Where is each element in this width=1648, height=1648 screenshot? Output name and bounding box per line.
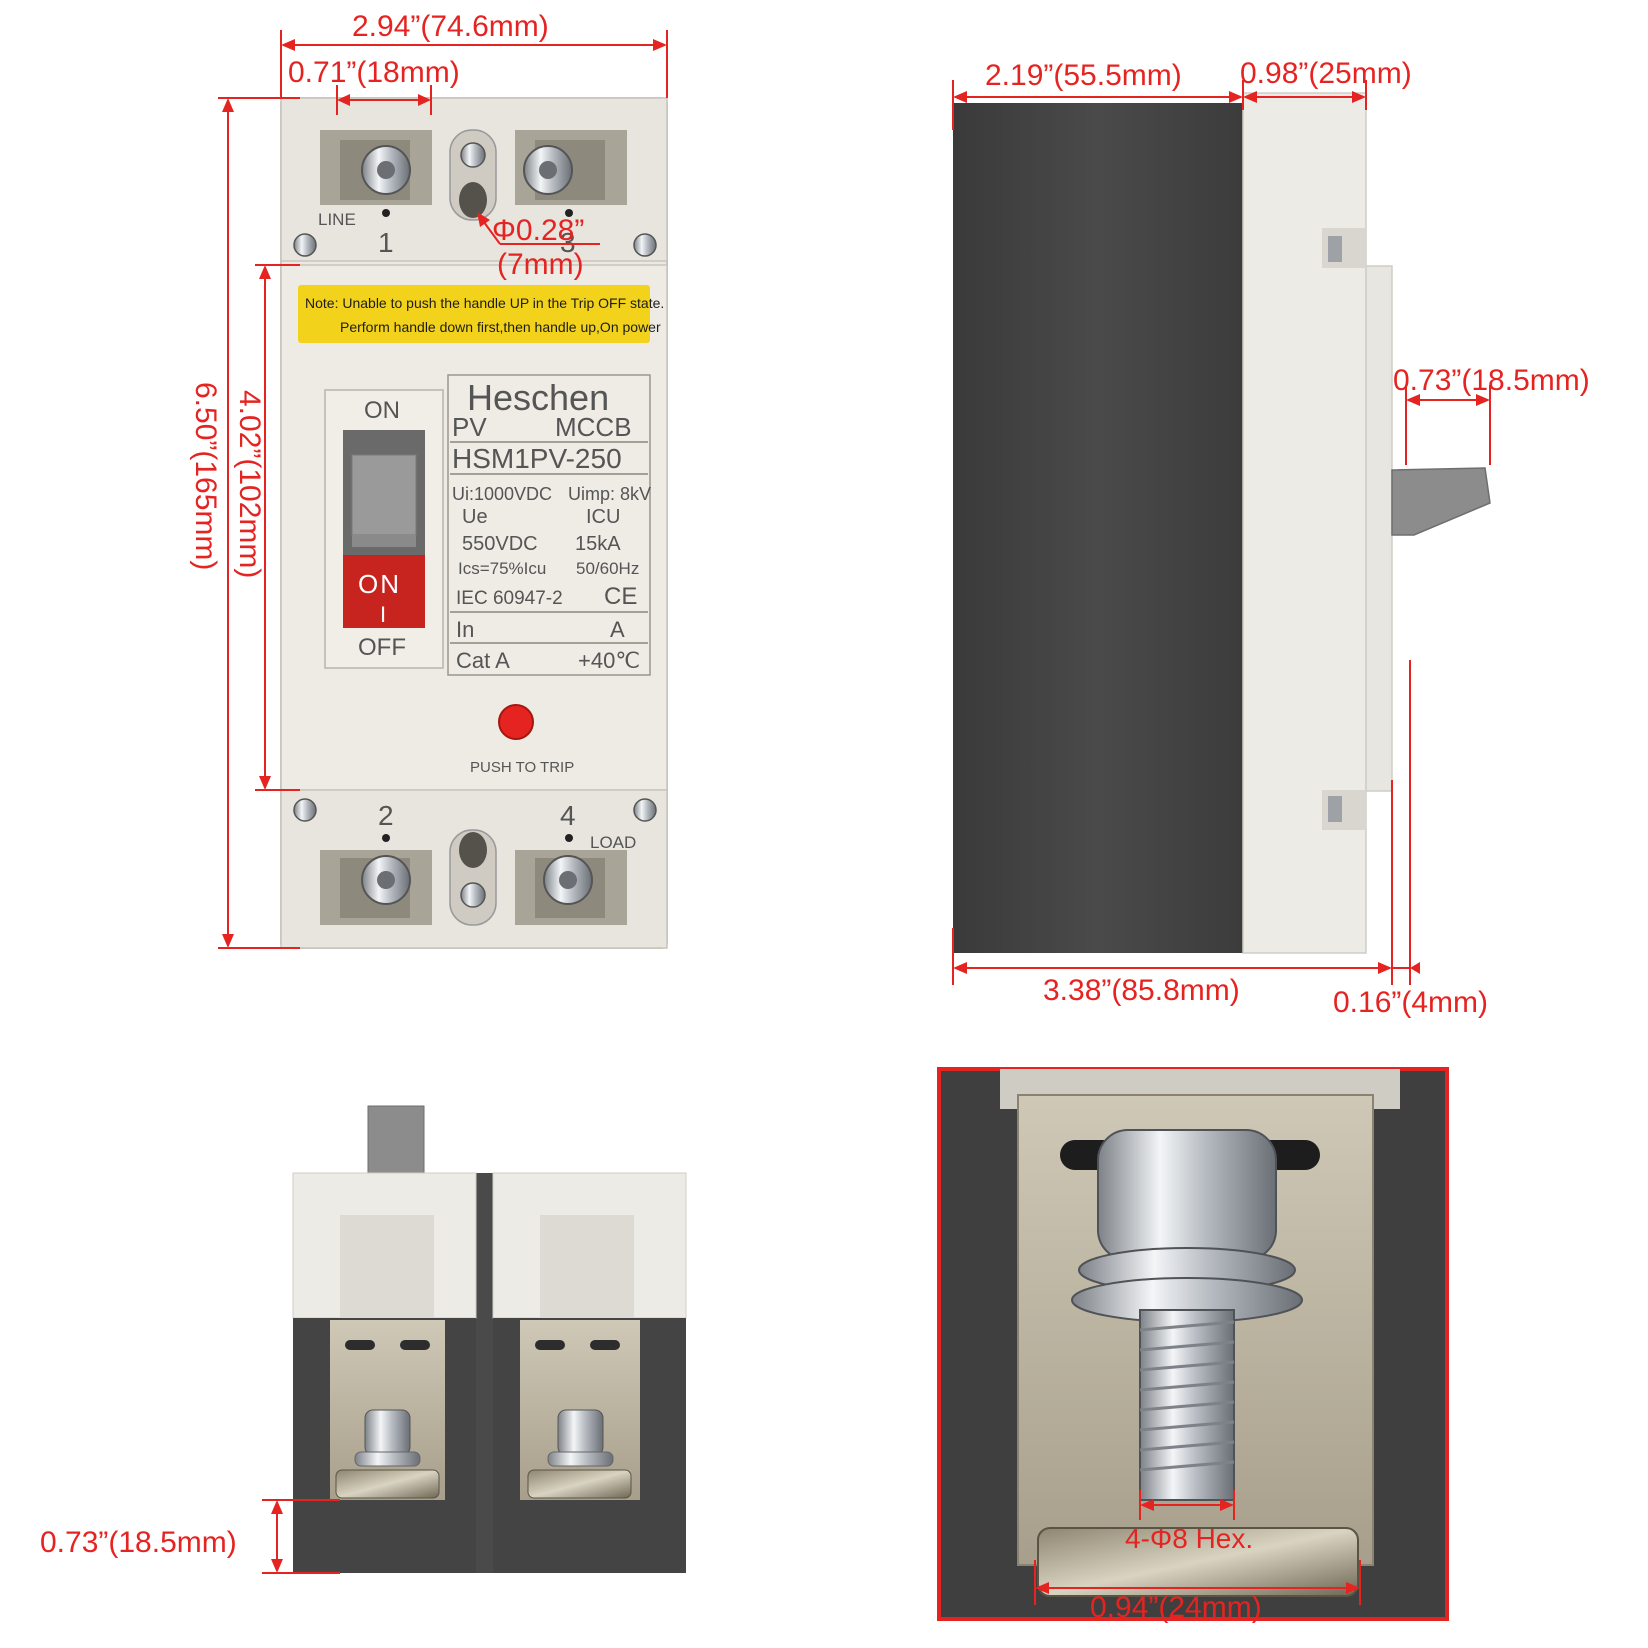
- bolt-icon: [364, 1409, 411, 1456]
- handle-on-top: ON: [364, 397, 400, 424]
- line-label: LINE: [318, 210, 356, 229]
- ce-mark: CE: [604, 583, 637, 610]
- uimp-label: Uimp: 8kV: [568, 484, 651, 504]
- handle-offset-dim: 0.16”(4mm): [1333, 986, 1488, 1019]
- terminal-1-label: 1: [378, 227, 394, 258]
- handle-on-red: ON: [358, 569, 401, 599]
- freq-label: 50/60Hz: [576, 559, 639, 578]
- front-view: LINE 1 3 Note: Unable to push the handle…: [189, 10, 668, 949]
- ue-label: Ue: [462, 506, 488, 528]
- terminal-height-dim: 0.73”(18.5mm): [40, 1526, 237, 1559]
- terminal-4-label: 4: [560, 800, 576, 831]
- detail-view: 4-Φ8 Hex. 0.94”(24mm): [937, 1067, 1449, 1624]
- hex-bolt-head-icon: [1097, 1129, 1277, 1261]
- iec-label: IEC 60947-2: [456, 588, 563, 609]
- handle-off: OFF: [358, 634, 406, 661]
- side-handle: [1391, 467, 1491, 536]
- push-to-trip-label: PUSH TO TRIP: [470, 759, 574, 776]
- overall-width-dim: 2.94”(74.6mm): [352, 10, 549, 43]
- note-line-2: Perform handle down first,then handle up…: [340, 319, 661, 335]
- toggle-handle[interactable]: [351, 454, 417, 536]
- handle-depth-dim: 0.73”(18.5mm): [1393, 364, 1590, 397]
- side-body: [953, 103, 1243, 953]
- note-line-1: Note: Unable to push the handle UP in th…: [305, 295, 664, 311]
- terminal-view: 0.73”(18.5mm): [40, 1105, 687, 1574]
- on-indicator: [343, 555, 425, 628]
- temp-label: +40℃: [578, 648, 640, 673]
- handle-on-mark: I: [380, 602, 386, 627]
- terminal-opening-dim: 0.94”(24mm): [1090, 1591, 1262, 1624]
- icu-value: 15kA: [575, 533, 621, 555]
- warning-note: [298, 285, 650, 343]
- terminal-2-label: 2: [378, 800, 394, 831]
- hole-diameter-mm: (7mm): [497, 248, 584, 281]
- hole-diameter-dim: Φ0.28”: [492, 214, 584, 247]
- body-depth-dim: 2.19”(55.5mm): [985, 59, 1182, 92]
- cover-height-dim: 4.02”(102mm): [233, 390, 266, 578]
- ics-label: Ics=75%Icu: [458, 559, 546, 578]
- pv-label: PV: [452, 412, 487, 442]
- load-label: LOAD: [590, 833, 636, 852]
- mccb-label: MCCB: [555, 412, 632, 442]
- icu-label: ICU: [586, 506, 620, 528]
- amp-label: A: [610, 617, 625, 642]
- bolt-icon: [557, 1409, 604, 1456]
- ui-label: Ui:1000VDC: [452, 484, 552, 504]
- terminal-width-dim: 0.71”(18mm): [288, 56, 460, 89]
- side-view: 2.19”(55.5mm) 0.98”(25mm) 0.73”(18.5mm) …: [952, 57, 1590, 1019]
- cover-depth-dim: 0.98”(25mm): [1240, 57, 1412, 90]
- screw-spec-dim: 4-Φ8 Hex.: [1125, 1523, 1253, 1554]
- nameplate: [447, 374, 651, 676]
- total-depth-dim: 3.38”(85.8mm): [1043, 974, 1240, 1007]
- cat-label: Cat A: [456, 648, 510, 673]
- in-label: In: [456, 617, 474, 642]
- ue-value: 550VDC: [462, 533, 538, 555]
- model-label: HSM1PV-250: [452, 443, 622, 474]
- overall-height-dim: 6.50”(165mm): [189, 382, 222, 570]
- brand-label: Heschen: [467, 377, 609, 418]
- push-to-trip-button[interactable]: [498, 704, 534, 740]
- terminal-3-label: 3: [560, 227, 576, 258]
